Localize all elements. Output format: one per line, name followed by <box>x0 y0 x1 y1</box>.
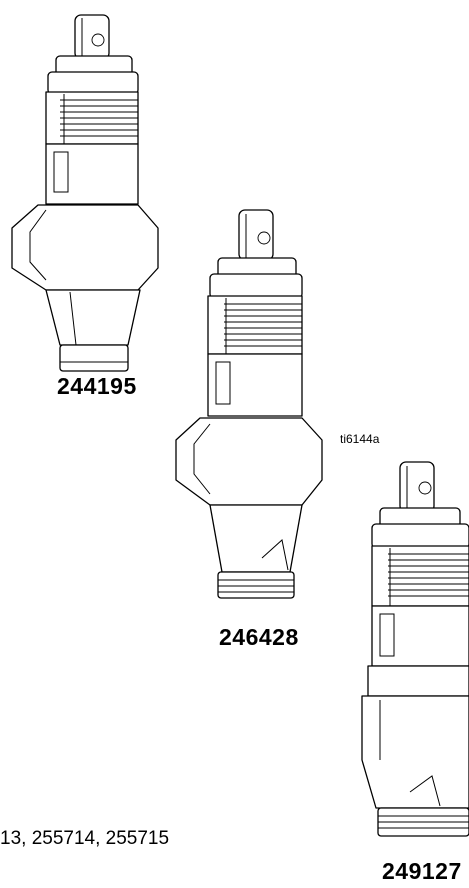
part-number-label: 244195 <box>57 373 137 399</box>
part-numbers-list-text: 13, 255714, 255715 <box>0 828 170 849</box>
figure-id-label: ti6144a <box>340 432 380 446</box>
part-number-label: 246428 <box>219 624 299 650</box>
part-number-label: 249127 <box>382 858 462 884</box>
